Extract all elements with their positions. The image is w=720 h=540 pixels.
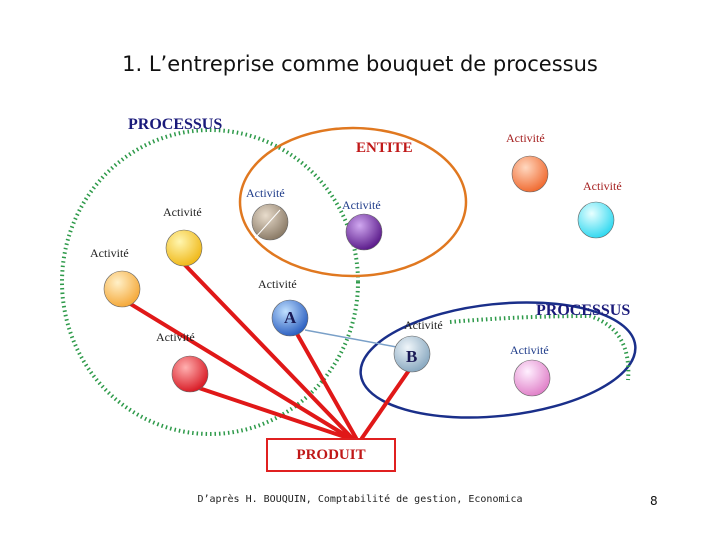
link-a-b [304,329,403,349]
label-activite-b: Activité [404,318,443,332]
arrows-to-produit [122,261,414,440]
label-processus-right: PROCESSUS [536,302,631,319]
label-activite-pink: Activité [510,343,549,357]
label-activite-cyan: Activité [583,179,622,193]
label-activite-orange: Activité [506,131,545,145]
label-activite-red: Activité [156,330,195,344]
activite-sphere-lightorange [103,270,141,308]
processus-ellipse-left [60,128,360,436]
source-credit: D’après H. BOUQUIN, Comptabilité de gest… [197,494,523,505]
slide-title: 1. L’entreprise comme bouquet de process… [122,52,598,76]
label-entite: ENTITE [356,140,413,156]
node-label-a: A [284,308,297,327]
label-processus-left: PROCESSUS [128,116,223,133]
activite-sphere-B [393,335,431,373]
processus-ellipse-right [359,301,637,419]
processus-link-dotted [449,313,631,381]
activite-sphere-cyan [577,201,615,239]
page-number: 8 [650,494,658,508]
activite-sphere-A [271,299,309,337]
label-activite-lightorange: Activité [90,246,129,260]
activite-sphere-orange [511,155,549,193]
produit-box: PRODUIT [266,438,396,472]
label-activite-yellow: Activité [163,205,202,219]
activite-sphere-brown-mark [254,209,281,239]
label-activite-purple: Activité [342,198,381,212]
activite-sphere-purple [345,213,383,251]
activite-sphere-yellow [165,229,203,267]
entite-ellipse [238,126,468,278]
label-activite-brown: Activité [246,186,285,200]
activite-sphere-red [171,355,209,393]
activite-sphere-pink [513,359,551,397]
produit-label: PRODUIT [296,446,366,463]
node-label-b: B [406,347,418,366]
label-activite-a: Activité [258,277,297,291]
